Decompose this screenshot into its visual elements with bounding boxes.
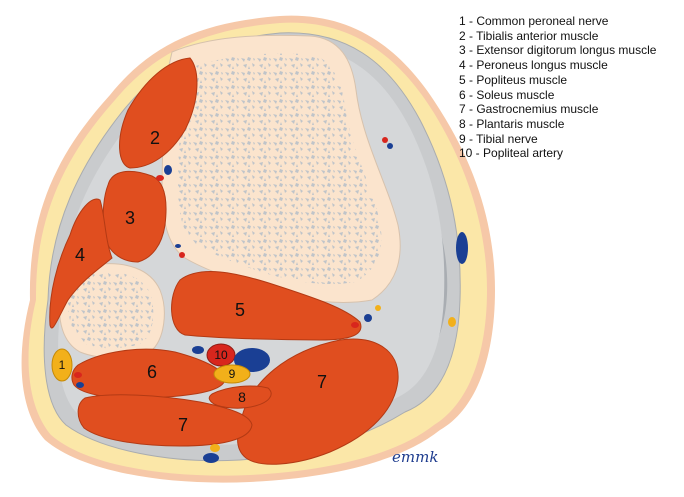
label-2: 2 bbox=[150, 128, 160, 148]
label-6: 6 bbox=[147, 362, 157, 382]
label-9: 9 bbox=[229, 367, 236, 381]
medial-vein-small bbox=[387, 143, 393, 149]
legend-item: 5 - Popliteus muscle bbox=[459, 73, 681, 88]
small-vessel-4 bbox=[175, 244, 181, 248]
label-3: 3 bbox=[125, 208, 135, 228]
label-5: 5 bbox=[235, 300, 245, 320]
legend-item: 7 - Gastrocnemius muscle bbox=[459, 102, 681, 117]
label-10: 10 bbox=[214, 348, 228, 362]
legend-item: 6 - Soleus muscle bbox=[459, 88, 681, 103]
posterior-tibial-nerve bbox=[375, 305, 381, 311]
medial-artery-small bbox=[382, 137, 388, 143]
label-1: 1 bbox=[59, 358, 66, 372]
small-vessel-3 bbox=[179, 252, 185, 258]
small-saphenous-vein bbox=[203, 453, 219, 463]
legend: 1 - Common peroneal nerve 2 - Tibialis a… bbox=[459, 14, 681, 161]
small-vein-2 bbox=[76, 382, 84, 388]
saphenous-vein bbox=[456, 232, 468, 264]
label-7-lateral: 7 bbox=[178, 415, 188, 435]
posterior-tibial-artery bbox=[351, 322, 359, 328]
legend-item: 8 - Plantaris muscle bbox=[459, 117, 681, 132]
legend-item: 4 - Peroneus longus muscle bbox=[459, 58, 681, 73]
artist-signature: emmk bbox=[392, 448, 438, 466]
legend-item: 2 - Tibialis anterior muscle bbox=[459, 29, 681, 44]
legend-item: 1 - Common peroneal nerve bbox=[459, 14, 681, 29]
legend-item: 9 - Tibial nerve bbox=[459, 132, 681, 147]
label-7-medial: 7 bbox=[317, 372, 327, 392]
legend-item: 3 - Extensor digitorum longus muscle bbox=[459, 43, 681, 58]
legend-item: 10 - Popliteal artery bbox=[459, 146, 681, 161]
label-8: 8 bbox=[238, 389, 246, 405]
anterior-tibial-vein bbox=[164, 165, 172, 175]
small-vein-1 bbox=[192, 346, 204, 354]
sural-nerve bbox=[210, 444, 220, 452]
anterior-tibial-artery bbox=[156, 175, 164, 181]
label-4: 4 bbox=[75, 245, 85, 265]
small-artery-1 bbox=[74, 372, 82, 378]
saphenous-nerve bbox=[448, 317, 456, 327]
posterior-tibial-vein bbox=[364, 314, 372, 322]
